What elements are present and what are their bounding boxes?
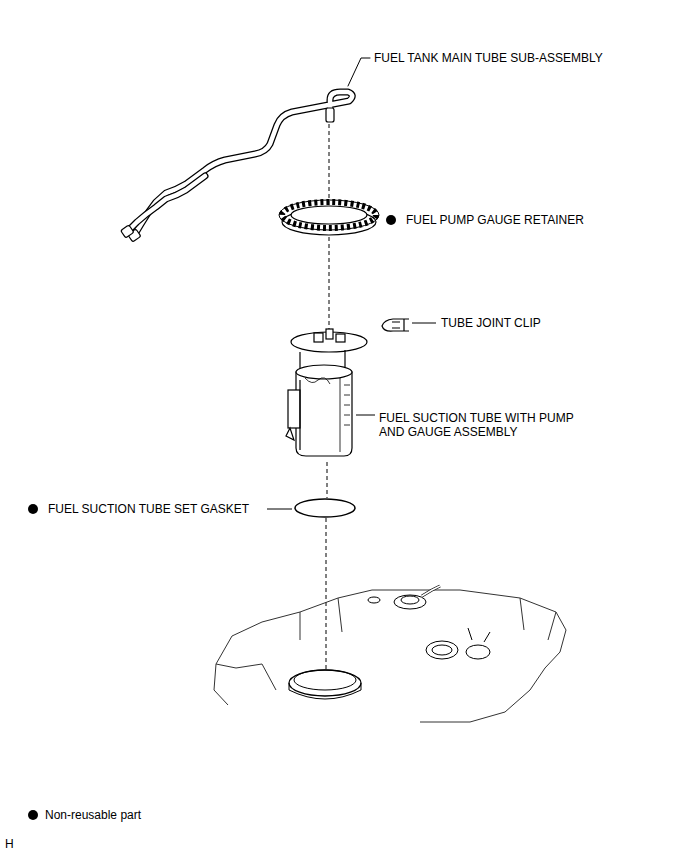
retainer-ring-drawing-part bbox=[279, 200, 379, 230]
clip-drawing-part bbox=[412, 323, 436, 324]
pump-assembly-drawing-part bbox=[299, 380, 300, 450]
pump-assembly-drawing-part bbox=[340, 378, 341, 452]
non-reusable-mark bbox=[28, 810, 38, 820]
fuel-tank-drawing-part bbox=[262, 664, 470, 722]
part-label: FUEL SUCTION TUBE WITH PUMP AND GAUGE AS… bbox=[379, 411, 601, 439]
gasket-drawing-part bbox=[28, 504, 38, 514]
pump-assembly-drawing-part bbox=[288, 390, 300, 428]
pump-assembly-drawing bbox=[286, 329, 375, 456]
main-tube-drawing-part bbox=[348, 58, 370, 86]
fuel-tank-drawing-part bbox=[426, 641, 458, 659]
main-tube-drawing bbox=[121, 58, 370, 242]
part-label: FUEL SUCTION TUBE SET GASKET bbox=[48, 502, 249, 516]
fuel-tank-drawing bbox=[214, 586, 566, 722]
pump-assembly-drawing-part bbox=[344, 385, 350, 425]
fuel-tank-drawing-part bbox=[216, 590, 566, 722]
fuel-tank-drawing-part bbox=[422, 586, 440, 596]
fuel-tank-drawing-part bbox=[368, 597, 380, 603]
pump-assembly-drawing-part bbox=[296, 365, 352, 379]
pump-assembly-drawing-part bbox=[305, 378, 330, 384]
non-reusable-mark-part bbox=[28, 810, 38, 820]
assembly-axis-part bbox=[329, 124, 330, 205]
retainer-ring-drawing-part bbox=[386, 215, 396, 225]
main-tube-drawing-part bbox=[129, 176, 205, 230]
gasket-drawing-part bbox=[267, 509, 292, 510]
pump-assembly-drawing-part bbox=[336, 334, 345, 342]
fuel-tank-drawing-part bbox=[289, 683, 361, 699]
assembly-axis-part bbox=[326, 518, 327, 678]
pump-assembly-drawing-part bbox=[296, 372, 352, 456]
clip-drawing-part bbox=[382, 319, 409, 331]
fuel-tank-drawing-part bbox=[468, 628, 490, 642]
fuel-tank-drawing-part bbox=[466, 645, 490, 659]
fuel-tank-drawing-part bbox=[289, 670, 361, 696]
main-tube-drawing-part bbox=[129, 176, 205, 230]
figure-code: H bbox=[5, 837, 14, 851]
legend-text: Non-reusable part bbox=[45, 808, 141, 822]
part-label: FUEL PUMP GAUGE RETAINER bbox=[406, 213, 584, 227]
fuel-tank-drawing-part bbox=[300, 598, 556, 640]
fuel-tank-drawing-part bbox=[214, 664, 262, 705]
part-label: FUEL TANK MAIN TUBE SUB-ASSEMBLY bbox=[374, 51, 603, 65]
fuel-tank-drawing-part bbox=[432, 645, 452, 655]
main-tube-drawing-part bbox=[121, 225, 134, 238]
assembly-axis-part bbox=[329, 230, 330, 330]
pump-assembly-drawing-part bbox=[314, 333, 323, 342]
clip-drawing bbox=[382, 319, 436, 331]
fuel-tank-drawing-part bbox=[294, 670, 356, 690]
assembly-axis-part bbox=[327, 462, 328, 498]
retainer-ring-drawing bbox=[279, 200, 396, 235]
pump-assembly-drawing-part bbox=[356, 415, 375, 416]
fuel-tank-drawing-part bbox=[394, 595, 426, 609]
clip-drawing-part bbox=[392, 322, 400, 328]
pump-assembly-drawing-part bbox=[326, 329, 333, 339]
gasket-drawing bbox=[28, 499, 355, 517]
retainer-ring-drawing-part bbox=[291, 206, 367, 224]
pump-assembly-drawing-part bbox=[286, 428, 294, 440]
part-label: TUBE JOINT CLIP bbox=[441, 316, 541, 330]
main-tube-drawing-part bbox=[326, 108, 334, 122]
fuel-tank-drawing-part bbox=[422, 586, 440, 596]
gasket-drawing-part bbox=[295, 499, 355, 517]
fuel-tank-drawing-part bbox=[401, 596, 419, 604]
retainer-ring-drawing-part bbox=[282, 202, 376, 228]
